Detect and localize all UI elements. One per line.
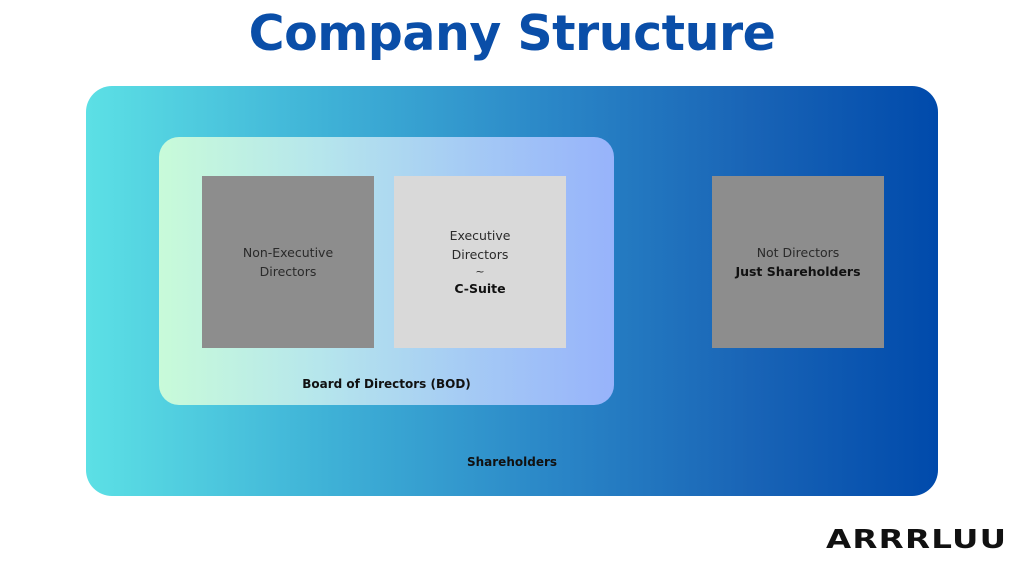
not-directors-line1: Not Directors — [756, 245, 840, 260]
not-directors-box: Not Directors Just Shareholders — [712, 176, 884, 348]
board-of-directors-container: Non-Executive Directors Executive Direct… — [159, 137, 614, 405]
page-title: Company Structure — [248, 5, 776, 62]
shareholders-label: Shareholders — [466, 455, 558, 469]
board-of-directors-label: Board of Directors (BOD) — [302, 377, 471, 391]
non-executive-line2: Directors — [259, 264, 317, 279]
shareholders-container: Non-Executive Directors Executive Direct… — [86, 86, 938, 496]
executive-line2: Directors — [451, 247, 509, 262]
non-executive-line1: Non-Executive — [242, 245, 334, 260]
executive-line1: Executive — [449, 228, 511, 243]
executive-separator: ~ — [475, 265, 485, 278]
non-executive-directors-box: Non-Executive Directors — [202, 176, 374, 348]
brand-logo: ARRRLUU — [826, 525, 1008, 555]
c-suite-label: C-Suite — [454, 281, 506, 296]
executive-directors-box: Executive Directors ~ C-Suite — [394, 176, 566, 348]
just-shareholders-label: Just Shareholders — [735, 264, 861, 279]
